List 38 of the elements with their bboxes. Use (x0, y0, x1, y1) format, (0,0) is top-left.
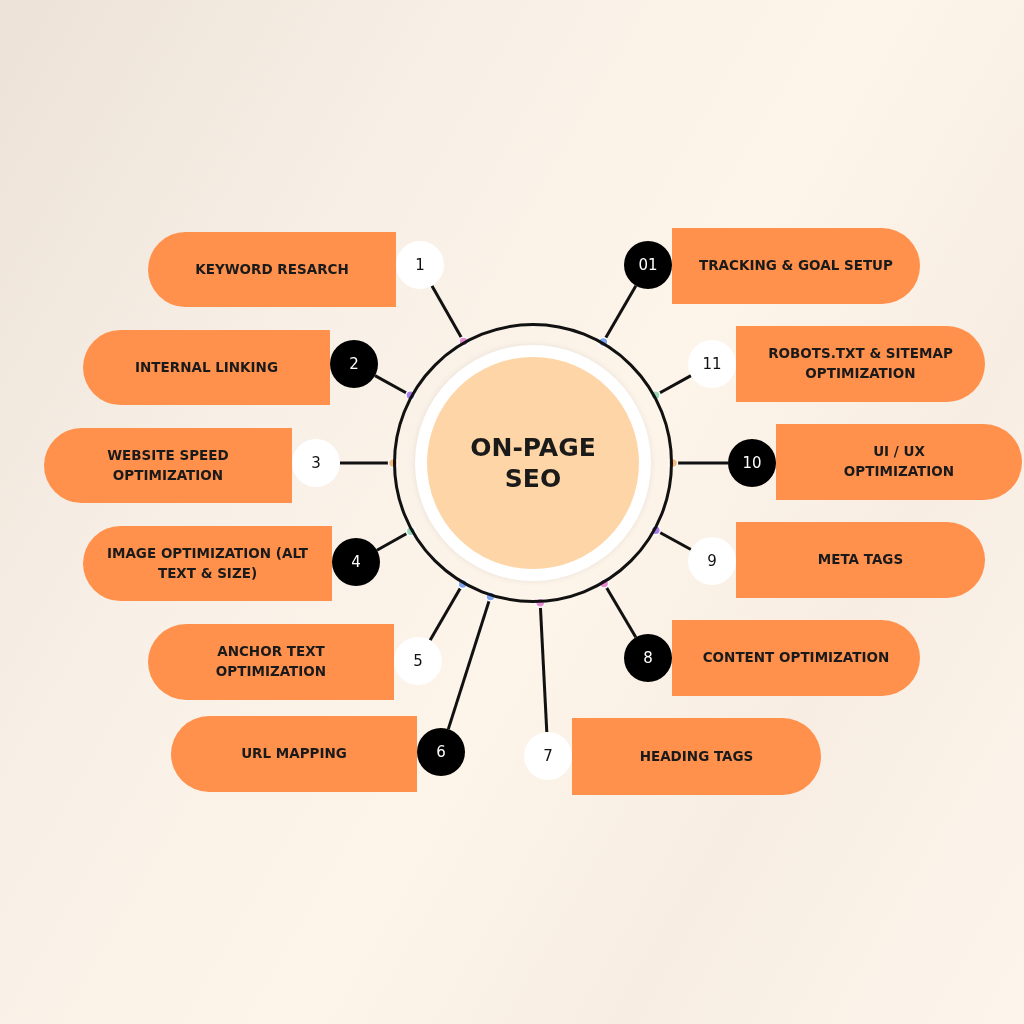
topic-pill: HEADING TAGS (572, 718, 821, 795)
connector-line (598, 285, 638, 348)
number-badge: 11 (688, 340, 736, 388)
topic-pill: ROBOTS.TXT & SITEMAP OPTIMIZATION (736, 326, 985, 402)
number-badge: 2 (330, 340, 378, 388)
number-badge: 8 (624, 634, 672, 682)
topic-pill: KEYWORD RESARCH (148, 232, 396, 307)
center-title: ON-PAGE SEO (469, 431, 597, 495)
number-badge: 01 (624, 241, 672, 289)
center-circle (393, 323, 673, 603)
connector-line (376, 526, 417, 552)
topic-pill: URL MAPPING (171, 716, 417, 792)
connector-line (667, 457, 728, 469)
number-badge: 10 (728, 439, 776, 487)
topic-pill: IMAGE OPTIMIZATION (ALT TEXT & SIZE) (83, 526, 332, 601)
topic-pill: ANCHOR TEXT OPTIMIZATION (148, 624, 394, 700)
connector-line (598, 578, 638, 639)
connector-line (650, 524, 692, 551)
connector-line (650, 374, 692, 401)
connector-line (430, 285, 469, 347)
number-badge: 9 (688, 537, 736, 585)
topic-pill: INTERNAL LINKING (83, 330, 330, 405)
number-badge: 6 (417, 728, 465, 776)
number-badge: 5 (394, 637, 442, 685)
connector-line (374, 374, 416, 401)
topic-pill: TRACKING & GOAL SETUP (672, 228, 920, 304)
connector-line (428, 578, 468, 641)
topic-pill: CONTENT OPTIMIZATION (672, 620, 920, 696)
connector-line (446, 591, 496, 730)
connector-line (534, 597, 549, 733)
number-badge: 4 (332, 538, 380, 586)
topic-pill: META TAGS (736, 522, 985, 598)
connector-line (340, 457, 399, 469)
number-badge: 1 (396, 241, 444, 289)
number-badge: 3 (292, 439, 340, 487)
topic-pill: WEBSITE SPEED OPTIMIZATION (44, 428, 292, 503)
topic-pill: UI / UX OPTIMIZATION (776, 424, 1022, 500)
number-badge: 7 (524, 732, 572, 780)
